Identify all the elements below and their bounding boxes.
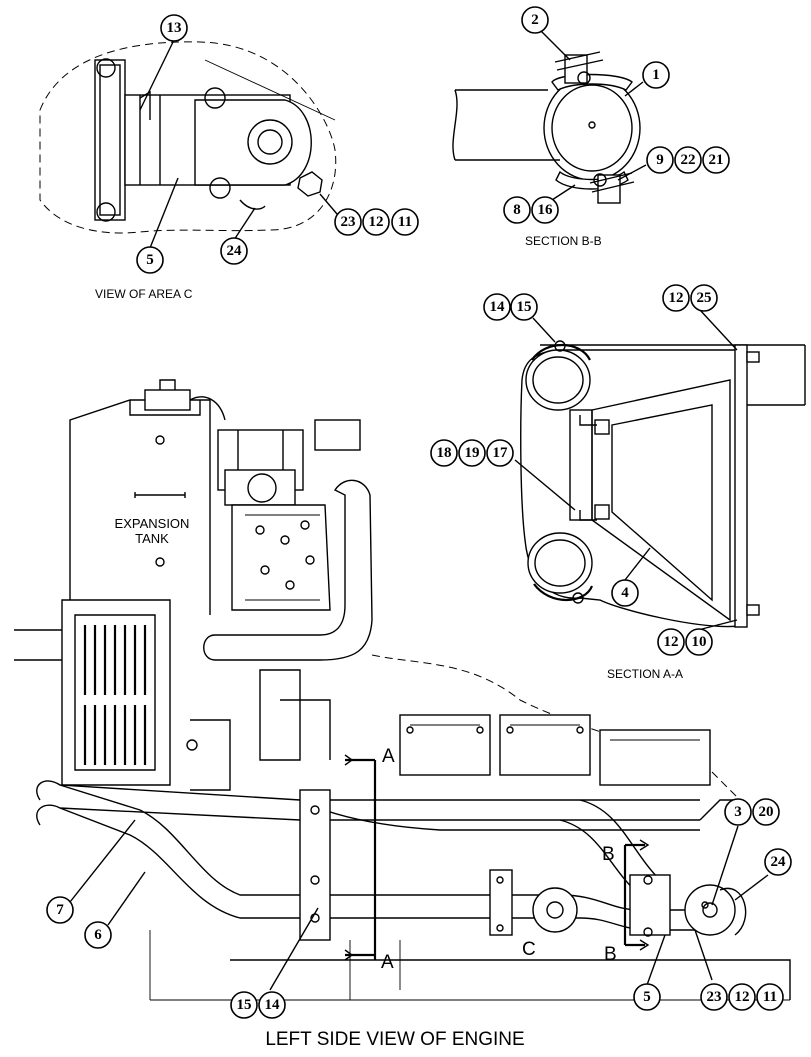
- svg-text:18: 18: [437, 445, 452, 461]
- callout-11-engine: 11: [756, 983, 784, 1011]
- svg-text:4: 4: [621, 585, 629, 601]
- svg-text:22: 22: [681, 152, 696, 168]
- callout-4: 4: [611, 579, 639, 607]
- section-aa: [520, 340, 806, 628]
- callout-15-aa: 15: [510, 293, 538, 321]
- callout-3: 3: [724, 798, 752, 826]
- svg-text:11: 11: [398, 214, 412, 230]
- callout-21: 21: [702, 146, 730, 174]
- callout-12-aa-top: 12: [662, 284, 690, 312]
- callout-5: 5: [136, 246, 164, 274]
- svg-text:12: 12: [369, 214, 384, 230]
- svg-text:23: 23: [707, 989, 722, 1005]
- callout-24-engine: 24: [764, 848, 792, 876]
- svg-text:12: 12: [664, 634, 679, 650]
- svg-text:10: 10: [692, 634, 707, 650]
- svg-text:11: 11: [763, 989, 777, 1005]
- engine-view: [14, 379, 791, 1001]
- callout-12-engine: 12: [728, 983, 756, 1011]
- callout-1: 1: [642, 61, 670, 89]
- callout-16: 16: [531, 196, 559, 224]
- svg-text:12: 12: [669, 290, 684, 306]
- callout-22: 22: [674, 146, 702, 174]
- callout-14-aa: 14: [483, 293, 511, 321]
- callout-10: 10: [685, 628, 713, 656]
- callout-7: 7: [46, 896, 74, 924]
- callout-5-engine: 5: [633, 983, 661, 1011]
- callout-23-engine: 23: [700, 983, 728, 1011]
- callout-13: 13: [160, 14, 188, 42]
- callout-11: 11: [391, 208, 419, 236]
- svg-text:23: 23: [341, 214, 356, 230]
- callout-25: 25: [690, 284, 718, 312]
- svg-text:9: 9: [656, 152, 664, 168]
- callout-12: 12: [362, 208, 390, 236]
- svg-text:3: 3: [734, 804, 742, 820]
- caption-expansion: EXPANSION: [115, 516, 190, 531]
- svg-text:24: 24: [771, 854, 787, 870]
- caption-section-bb: SECTION B-B: [525, 234, 602, 248]
- svg-text:19: 19: [465, 445, 480, 461]
- marker-b-bottom: B: [604, 944, 617, 965]
- callout-18: 18: [430, 439, 458, 467]
- marker-a-bottom: A: [381, 952, 394, 973]
- svg-text:13: 13: [167, 20, 182, 36]
- view-area-c: [39, 41, 337, 234]
- callout-23: 23: [334, 208, 362, 236]
- callout-17: 17: [486, 439, 514, 467]
- caption-view-area-c: VIEW OF AREA C: [95, 287, 193, 301]
- callouts: 13 5 24 23 12 11 2 1 9 22 21 8 16 14 15 …: [46, 6, 792, 1019]
- svg-text:21: 21: [709, 152, 724, 168]
- svg-text:14: 14: [490, 299, 506, 315]
- callout-14-engine: 14: [258, 991, 286, 1019]
- svg-text:14: 14: [265, 997, 281, 1013]
- callout-24: 24: [220, 237, 248, 265]
- callout-19: 19: [458, 439, 486, 467]
- section-bb: [452, 51, 641, 204]
- marker-c: C: [522, 939, 536, 960]
- svg-text:15: 15: [517, 299, 532, 315]
- svg-text:17: 17: [493, 445, 509, 461]
- svg-text:15: 15: [237, 997, 252, 1013]
- svg-text:2: 2: [531, 12, 539, 28]
- marker-a-top: A: [382, 746, 395, 767]
- svg-text:5: 5: [146, 252, 154, 268]
- callout-20: 20: [752, 798, 780, 826]
- svg-text:12: 12: [735, 989, 750, 1005]
- svg-text:5: 5: [643, 989, 651, 1005]
- callout-2: 2: [521, 6, 549, 34]
- svg-text:6: 6: [94, 927, 102, 943]
- svg-text:8: 8: [513, 202, 521, 218]
- svg-text:25: 25: [697, 290, 712, 306]
- svg-text:16: 16: [538, 202, 554, 218]
- callout-15-engine: 15: [230, 991, 258, 1019]
- caption-section-aa: SECTION A-A: [607, 667, 683, 681]
- callout-6: 6: [84, 921, 112, 949]
- caption-left-side-view: LEFT SIDE VIEW OF ENGINE: [265, 1029, 524, 1050]
- caption-tank: TANK: [135, 531, 169, 546]
- leader-lines: [69, 29, 769, 991]
- marker-b-top: B: [602, 844, 615, 865]
- svg-text:20: 20: [759, 804, 774, 820]
- callout-8: 8: [503, 196, 531, 224]
- callout-9: 9: [646, 146, 674, 174]
- svg-text:1: 1: [652, 67, 660, 83]
- svg-text:7: 7: [56, 902, 64, 918]
- callout-12-aa-bottom: 12: [657, 628, 685, 656]
- svg-text:24: 24: [227, 243, 243, 259]
